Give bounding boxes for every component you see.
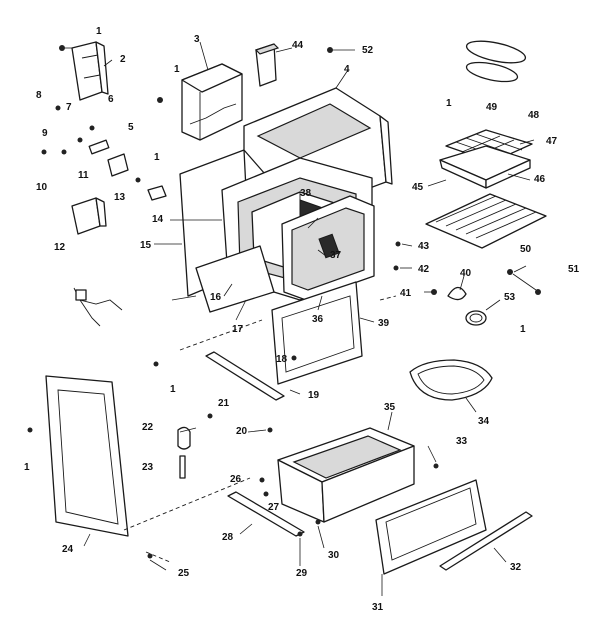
callout-1a: 1 (96, 26, 102, 37)
callout-8: 8 (36, 90, 42, 101)
callout-52: 52 (362, 45, 374, 56)
part-35-storage-drawer (277, 427, 415, 523)
callout-14: 14 (152, 214, 164, 225)
callout-35: 35 (384, 402, 396, 413)
callout-21: 21 (218, 398, 230, 409)
wire-harness (73, 287, 123, 327)
callout-51: 51 (568, 264, 580, 275)
callout-6: 6 (108, 94, 114, 105)
part-38-oven-door-frame (281, 195, 375, 301)
callout-1c: 1 (446, 98, 452, 109)
part-52-screw (327, 47, 355, 53)
part-31-drawer-front (375, 479, 487, 575)
callout-24: 24 (62, 544, 74, 555)
part-49-drip-pan (465, 40, 527, 83)
callout-1e: 1 (520, 324, 526, 335)
callout-37: 37 (330, 250, 342, 261)
part-41-screw (431, 289, 437, 295)
callout-22: 22 (142, 422, 154, 433)
callout-10: 10 (36, 182, 48, 193)
callout-45: 45 (412, 182, 424, 193)
part-24-door-glass (45, 375, 129, 537)
callout-33: 33 (456, 436, 468, 447)
callout-18: 18 (276, 354, 288, 365)
callout-19: 19 (308, 390, 320, 401)
callout-15: 15 (140, 240, 152, 251)
part-5-6-7-8-hinge-parts (41, 105, 129, 177)
lower-screws (27, 355, 439, 559)
part-19-rail (205, 351, 285, 401)
callout-9: 9 (42, 128, 48, 139)
callout-34: 34 (478, 416, 490, 427)
part-46-oven-rack (425, 193, 547, 249)
callout-11: 11 (78, 170, 89, 181)
callout-16: 16 (210, 292, 222, 303)
part-22-hinge (177, 413, 213, 450)
callout-31: 31 (372, 602, 384, 613)
callout-39: 39 (378, 318, 390, 329)
callout-48: 48 (528, 110, 540, 121)
part-40-knob (447, 286, 467, 301)
part-53-ring (465, 310, 487, 326)
assembly-guide-lines (123, 295, 397, 563)
callout-2: 2 (120, 54, 126, 65)
callout-29: 29 (296, 568, 308, 579)
part-13-clip (135, 177, 167, 201)
part-39-door-panel (271, 281, 363, 385)
callout-4: 4 (344, 64, 350, 75)
part-50-51-bolts (507, 269, 541, 295)
callout-26: 26 (230, 474, 242, 485)
callout-5: 5 (128, 122, 134, 133)
callout-46: 46 (534, 174, 546, 185)
callout-1f: 1 (170, 384, 176, 395)
callout-47: 47 (546, 136, 558, 147)
callout-49: 49 (486, 102, 498, 113)
callout-50: 50 (520, 244, 532, 255)
part-12-bracket (71, 197, 107, 235)
callout-3: 3 (194, 34, 200, 45)
callout-20: 20 (236, 426, 248, 437)
callout-41: 41 (400, 288, 412, 299)
part-2-side-bracket (71, 41, 109, 101)
callout-40: 40 (460, 268, 472, 279)
callout-leader-lines (83, 41, 535, 596)
callout-28: 28 (222, 532, 234, 543)
callout-1g: 1 (24, 462, 30, 473)
callout-1d: 1 (154, 152, 160, 163)
part-45-broiler-pan (439, 145, 531, 189)
part-44-clip (254, 43, 280, 87)
callout-53: 53 (504, 292, 516, 303)
callout-13: 13 (114, 192, 126, 203)
callout-17: 17 (232, 324, 244, 335)
part-43-42-screws (393, 241, 401, 271)
callout-38: 38 (300, 188, 312, 199)
callout-44: 44 (292, 40, 304, 51)
part-3-heat-shield (181, 63, 243, 141)
callout-12: 12 (54, 242, 66, 253)
part-1-screw-a (59, 45, 72, 51)
callout-43: 43 (418, 241, 430, 252)
part-1-screw-b (157, 97, 163, 103)
callout-labels: 1 2 3 44 52 4 1 1 49 48 8 6 7 5 9 10 11 … (24, 26, 580, 613)
callout-25: 25 (178, 568, 190, 579)
callout-23: 23 (142, 462, 154, 473)
callout-42: 42 (418, 264, 430, 275)
callout-1b: 1 (174, 64, 180, 75)
part-23-pin (179, 455, 186, 479)
callout-30: 30 (328, 550, 340, 561)
part-28-drawer-rail (227, 491, 305, 537)
callout-27: 27 (268, 502, 280, 513)
part-34-bake-element (409, 359, 493, 401)
callout-32: 32 (510, 562, 522, 573)
part-32-drawer-rail (439, 511, 533, 571)
callout-36: 36 (312, 314, 324, 325)
callout-7: 7 (66, 102, 72, 113)
